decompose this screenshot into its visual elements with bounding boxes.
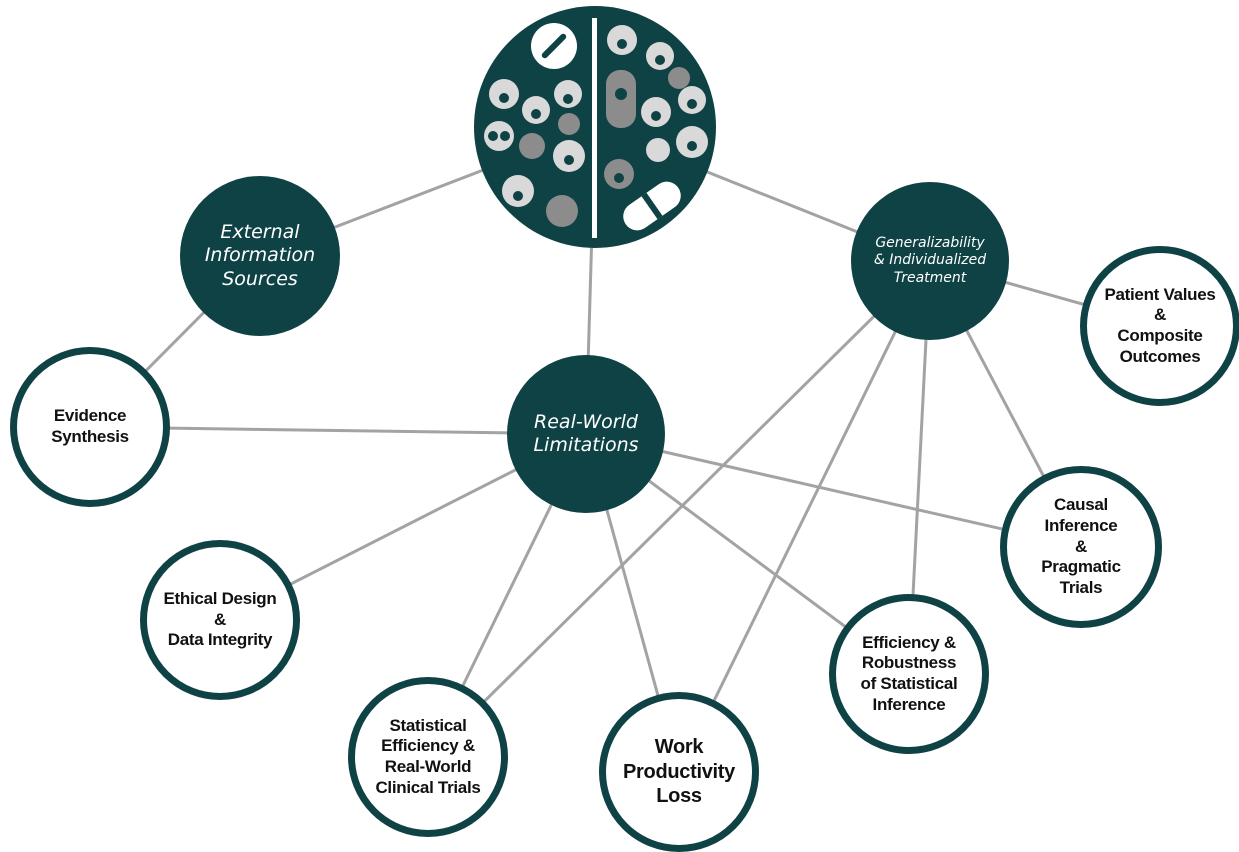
node-efficiency-robustness-statistical-inference: Efficiency & Robustness of Statistical I… (829, 594, 989, 754)
connector-rw-ci (585, 432, 1082, 549)
node-real-world-limitations: Real-World Limitations (507, 355, 665, 513)
node-label: Causal Inference & Pragmatic Trials (1041, 495, 1121, 598)
connector-gen-se (426, 259, 932, 759)
node-label: Generalizability & Individualized Treatm… (873, 235, 987, 286)
node-label: Real-World Limitations (533, 410, 639, 456)
diverse-patients-and-pills-icon (484, 18, 708, 238)
node-external-information-sources: External Information Sources (180, 176, 340, 336)
node-label: Work Productivity Loss (623, 736, 735, 808)
node-evidence-synthesis: Evidence Synthesis (10, 347, 170, 507)
node-generalizability-individualized-treatment: Generalizability & Individualized Treatm… (851, 182, 1009, 340)
node-label: Patient Values & Composite Outcomes (1104, 284, 1216, 366)
node-label: Evidence Synthesis (51, 406, 129, 446)
node-statistical-efficiency-real-world-clinical-trials: Statistical Efficiency & Real-World Clin… (348, 677, 508, 837)
node-label: Efficiency & Robustness of Statistical I… (860, 632, 958, 714)
connector-gen-wp (677, 260, 932, 773)
node-work-productivity-loss: Work Productivity Loss (599, 692, 759, 852)
hub-patients-circle (474, 6, 716, 248)
node-label: External Information Sources (204, 221, 316, 290)
node-label: Statistical Efficiency & Real-World Clin… (375, 715, 481, 797)
node-causal-inference-pragmatic-trials: Causal Inference & Pragmatic Trials (1000, 466, 1162, 628)
node-ethical-design-data-integrity: Ethical Design & Data Integrity (140, 540, 300, 700)
node-label: Ethical Design & Data Integrity (163, 588, 277, 650)
connector-ev-rw (89, 425, 587, 436)
node-patient-values-composite-outcomes: Patient Values & Composite Outcomes (1080, 246, 1239, 406)
